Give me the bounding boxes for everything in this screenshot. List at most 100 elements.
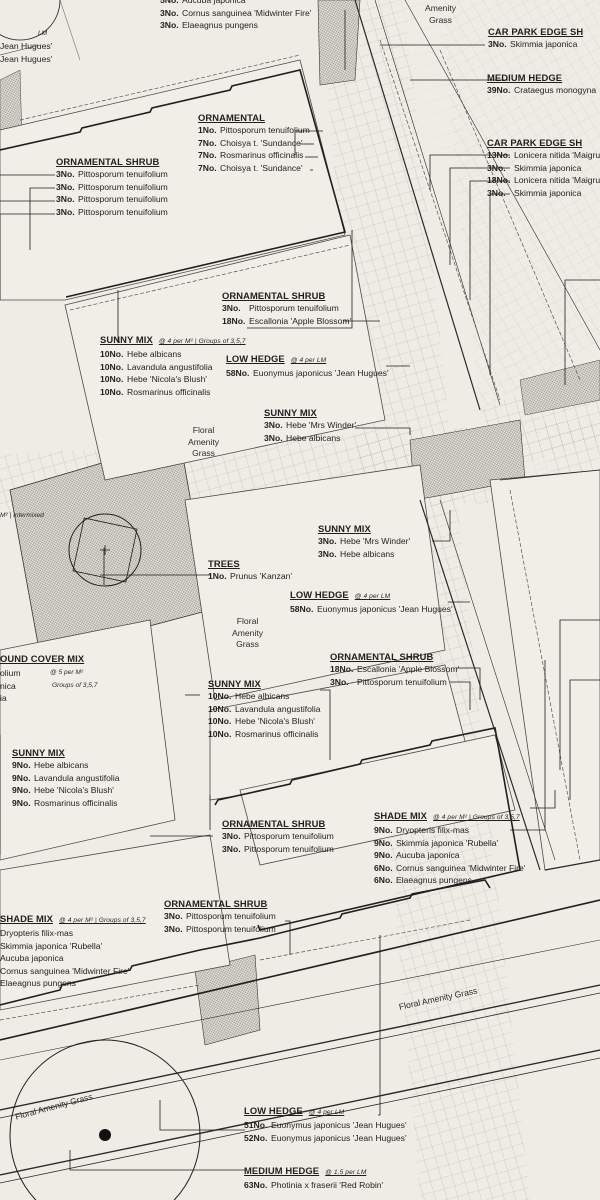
plant-name: Elaeagnus pungens (396, 875, 472, 886)
label-row: 10No.Hebe albicans (208, 690, 321, 703)
plant-quantity: 3No. (222, 843, 241, 854)
plant-name: Jean Hugues' (0, 41, 53, 51)
plant-name: Hebe albicans (34, 760, 89, 770)
tree-symbols (0, 0, 201, 1200)
plant-quantity: 6No. (374, 875, 393, 886)
label-row: 3No.Cornus sanguinea 'Midwinter Fire' (160, 7, 311, 20)
floral-amenity-grass-label-2: Floral Amenity Grass (232, 616, 264, 649)
plant-quantity: 10No. (100, 374, 124, 385)
plant-quantity: 9No. (374, 837, 393, 848)
plant-name: Euonymus japonicus 'Jean Hugues' (317, 604, 453, 614)
label-rate-note: @ 1.5 per LM (325, 1169, 367, 1176)
label-title: SUNNY MIX (208, 678, 261, 689)
label-row: 58No.Euonymus japonicus 'Jean Hugues' (226, 367, 389, 380)
plant-name: Aucuba japonica (396, 850, 460, 861)
label-row: Elaeagnus pungens (0, 977, 146, 990)
label-title: ORNAMENTAL SHRUB (56, 156, 160, 167)
label-row: 3No.Pittosporum tenuifolium (56, 168, 168, 181)
label-row: 3No.Pittosporum tenuifolium (222, 302, 351, 315)
plant-quantity: 3No. (164, 911, 183, 921)
plant-quantity: 51No. (244, 1120, 268, 1130)
plant-name: Hebe 'Mrs Winder' (286, 420, 357, 430)
plant-quantity: 3No. (56, 181, 75, 192)
edge-per-lm: LM (38, 30, 48, 37)
plant-quantity: 9No. (12, 785, 31, 796)
plant-quantity: 6No. (374, 862, 393, 873)
label-car-park-edge-1: CAR PARK EDGE SH 3No.Skimmia japonica (488, 25, 583, 51)
plant-quantity: 3No. (488, 39, 507, 49)
label-title: CAR PARK EDGE SH (488, 26, 584, 37)
plant-name: Photinia x fraserii 'Red Robin' (271, 1180, 384, 1190)
plant-quantity: 3No. (487, 187, 506, 198)
label-row: 18No.Lonicera nitida 'Maigrun' (487, 174, 600, 187)
plant-name: Hebe albicans (235, 691, 290, 701)
plant-quantity: 10No. (208, 728, 232, 739)
label-title: MEDIUM HEDGE@ 1.5 per LM (244, 1165, 367, 1176)
label-row: 5No.Aucuba japonica (160, 0, 311, 7)
label-row: 7No.Choisya t. 'Sundance' (198, 162, 310, 175)
plant-name: Hebe 'Nicola's Blush' (34, 785, 114, 796)
label-row: Jean Hugues' (0, 40, 52, 53)
plant-quantity: 3No. (56, 169, 75, 179)
plant-quantity: 3No. (164, 923, 183, 934)
plant-name: Cornus sanguinea 'Midwinter Fire' (396, 862, 526, 873)
label-row: 10No.Lavandula angustifolia (100, 361, 246, 374)
label-row: 3No.Pittosporum tenuifolium (164, 923, 276, 936)
label-row: 58No.Euonymus japonicus 'Jean Hugues' (290, 603, 453, 616)
label-title: SUNNY MIX (264, 407, 317, 418)
label-row: 13No.Lonicera nitida 'Maigrun' (487, 149, 600, 162)
label-row: 9No.Skimmia japonica 'Rubella' (374, 837, 525, 850)
plant-name: Prunus 'Kanzan' (230, 571, 293, 581)
label-row: 6No.Elaeagnus pungens (374, 874, 525, 887)
label-row: 7No.Rosmarinus officinalis (198, 149, 310, 162)
label-row: 3No.Pittosporum tenuifolium (222, 843, 334, 856)
plant-name: Pittosporum tenuifolium (244, 843, 334, 854)
plant-quantity: 63No. (244, 1180, 268, 1190)
label-rate-note: @ 4 per LM (290, 357, 327, 364)
plant-name: Dryopteris filix-mas (396, 825, 470, 835)
ground-cover-mix-partial: OUND COVER MIX (0, 653, 85, 664)
label-rate-note: @ 4 per M² | Groups of 3,5,7 (158, 338, 246, 345)
plant-name: Lavandula angustifolia (127, 361, 213, 372)
plant-quantity: 3No. (264, 432, 283, 443)
plant-name: Euonymus japonicus 'Jean Hugues' (271, 1132, 407, 1143)
label-row: 3No.Pittosporum tenuifolium (222, 830, 334, 843)
plant-quantity: 18No. (222, 315, 246, 326)
plant-quantity: 10No. (100, 349, 124, 359)
plant-quantity: 3No. (160, 20, 179, 31)
label-rate-note: @ 4 per M² | Groups of 3,5,7 (59, 917, 146, 924)
plant-quantity: 3No. (318, 536, 337, 546)
plant-quantity: 10No. (100, 361, 124, 372)
label-row: 9No.Dryopteris filix-mas (374, 824, 525, 837)
label-title: SUNNY MIX (318, 523, 371, 534)
planting-beds (0, 59, 600, 1011)
plant-quantity: 7No. (198, 137, 217, 148)
plant-name: Skimmia japonica (510, 39, 578, 49)
plant-name: Hebe 'Nicola's Blush' (235, 716, 315, 727)
plant-name: Aucuba japonica (0, 953, 64, 964)
label-row: 18No.Escallonia 'Apple Blossom' (222, 315, 351, 328)
label-medium-hedge-bottom: MEDIUM HEDGE@ 1.5 per LM 63No.Photinia x … (244, 1164, 383, 1192)
label-row: 10No.Hebe 'Nicola's Blush' (208, 715, 321, 728)
label-row: 3No.Hebe 'Mrs Winder' (264, 419, 356, 432)
plant-quantity: 10No. (100, 386, 124, 397)
plant-name: Pittosporum tenuifolium (186, 923, 276, 934)
label-row: 3No.Skimmia japonica (487, 162, 600, 175)
plant-quantity: 10No. (208, 691, 232, 701)
plant-quantity: 3No. (330, 676, 349, 687)
edge-intermixed: M² | Intermixed (0, 512, 44, 519)
plant-name: Euonymus japonicus 'Jean Hugues' (271, 1120, 407, 1130)
plant-name: Pittosporum tenuifolium (357, 676, 447, 687)
plant-name: Skimmia japonica 'Rubella' (0, 940, 103, 951)
label-row: 9No.Rosmarinus officinalis (12, 797, 120, 810)
plant-name: Pittosporum tenuifolium (78, 206, 168, 217)
label-title: LOW HEDGE@ 4 per LM (244, 1105, 345, 1116)
label-title: ORNAMENTAL SHRUB (330, 651, 434, 662)
label-row: 9No.Hebe 'Nicola's Blush' (12, 784, 120, 797)
